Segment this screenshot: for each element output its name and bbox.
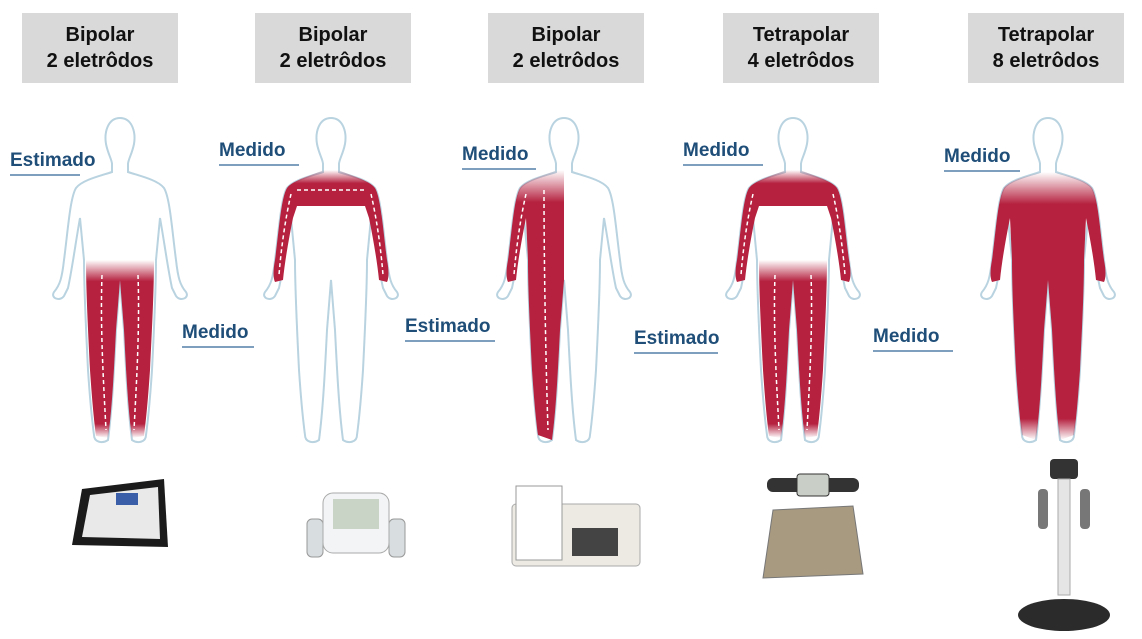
- label-measured: Medido: [462, 144, 529, 166]
- column-header: Tetrapolar 8 eletrôdos: [968, 13, 1124, 83]
- column-header: Bipolar 2 eletrôdos: [488, 13, 644, 83]
- desktop-analyzer-icon: [506, 480, 646, 570]
- column-header: Tetrapolar 4 eletrôdos: [723, 13, 879, 83]
- scale-with-handles-icon: [753, 470, 873, 580]
- label-measured: Medido: [944, 146, 1011, 168]
- method-type: Tetrapolar: [998, 22, 1094, 48]
- column-bipolar-side: Bipolar 2 eletrôdos Medido Estimado: [488, 0, 688, 639]
- label-line: [873, 350, 953, 352]
- label-line: [944, 170, 1020, 172]
- label-estimated: Estimado: [10, 150, 96, 172]
- handheld-analyzer-icon: [301, 485, 411, 565]
- column-header: Bipolar 2 eletrôdos: [255, 13, 411, 83]
- label-measured: Medido: [219, 140, 286, 162]
- label-measured: Medido: [873, 326, 940, 348]
- column-tetrapolar-8: Tetrapolar 8 eletrôdos Medido: [968, 0, 1142, 639]
- label-line: [219, 164, 299, 166]
- column-bipolar-legs: Bipolar 2 eletrôdos Estimado Medido: [22, 0, 222, 639]
- method-type: Tetrapolar: [753, 22, 849, 48]
- label-line: [462, 168, 536, 170]
- label-line: [10, 174, 80, 176]
- electrode-count: 2 eletrôdos: [513, 48, 620, 74]
- electrode-count: 4 eletrôdos: [748, 48, 855, 74]
- method-type: Bipolar: [299, 22, 368, 48]
- method-type: Bipolar: [66, 22, 135, 48]
- standing-analyzer-icon: [1008, 455, 1118, 635]
- bathroom-scale-icon: [64, 475, 174, 555]
- electrode-count: 2 eletrôdos: [280, 48, 387, 74]
- label-line: [683, 164, 763, 166]
- column-header: Bipolar 2 eletrôdos: [22, 13, 178, 83]
- method-type: Bipolar: [532, 22, 601, 48]
- electrode-count: 8 eletrôdos: [993, 48, 1100, 74]
- electrode-count: 2 eletrôdos: [47, 48, 154, 74]
- column-bipolar-arms: Bipolar 2 eletrôdos Medido Estimado: [255, 0, 455, 639]
- column-tetrapolar-4: Tetrapolar 4 eletrôdos Medido Medido: [723, 0, 923, 639]
- label-measured: Medido: [683, 140, 750, 162]
